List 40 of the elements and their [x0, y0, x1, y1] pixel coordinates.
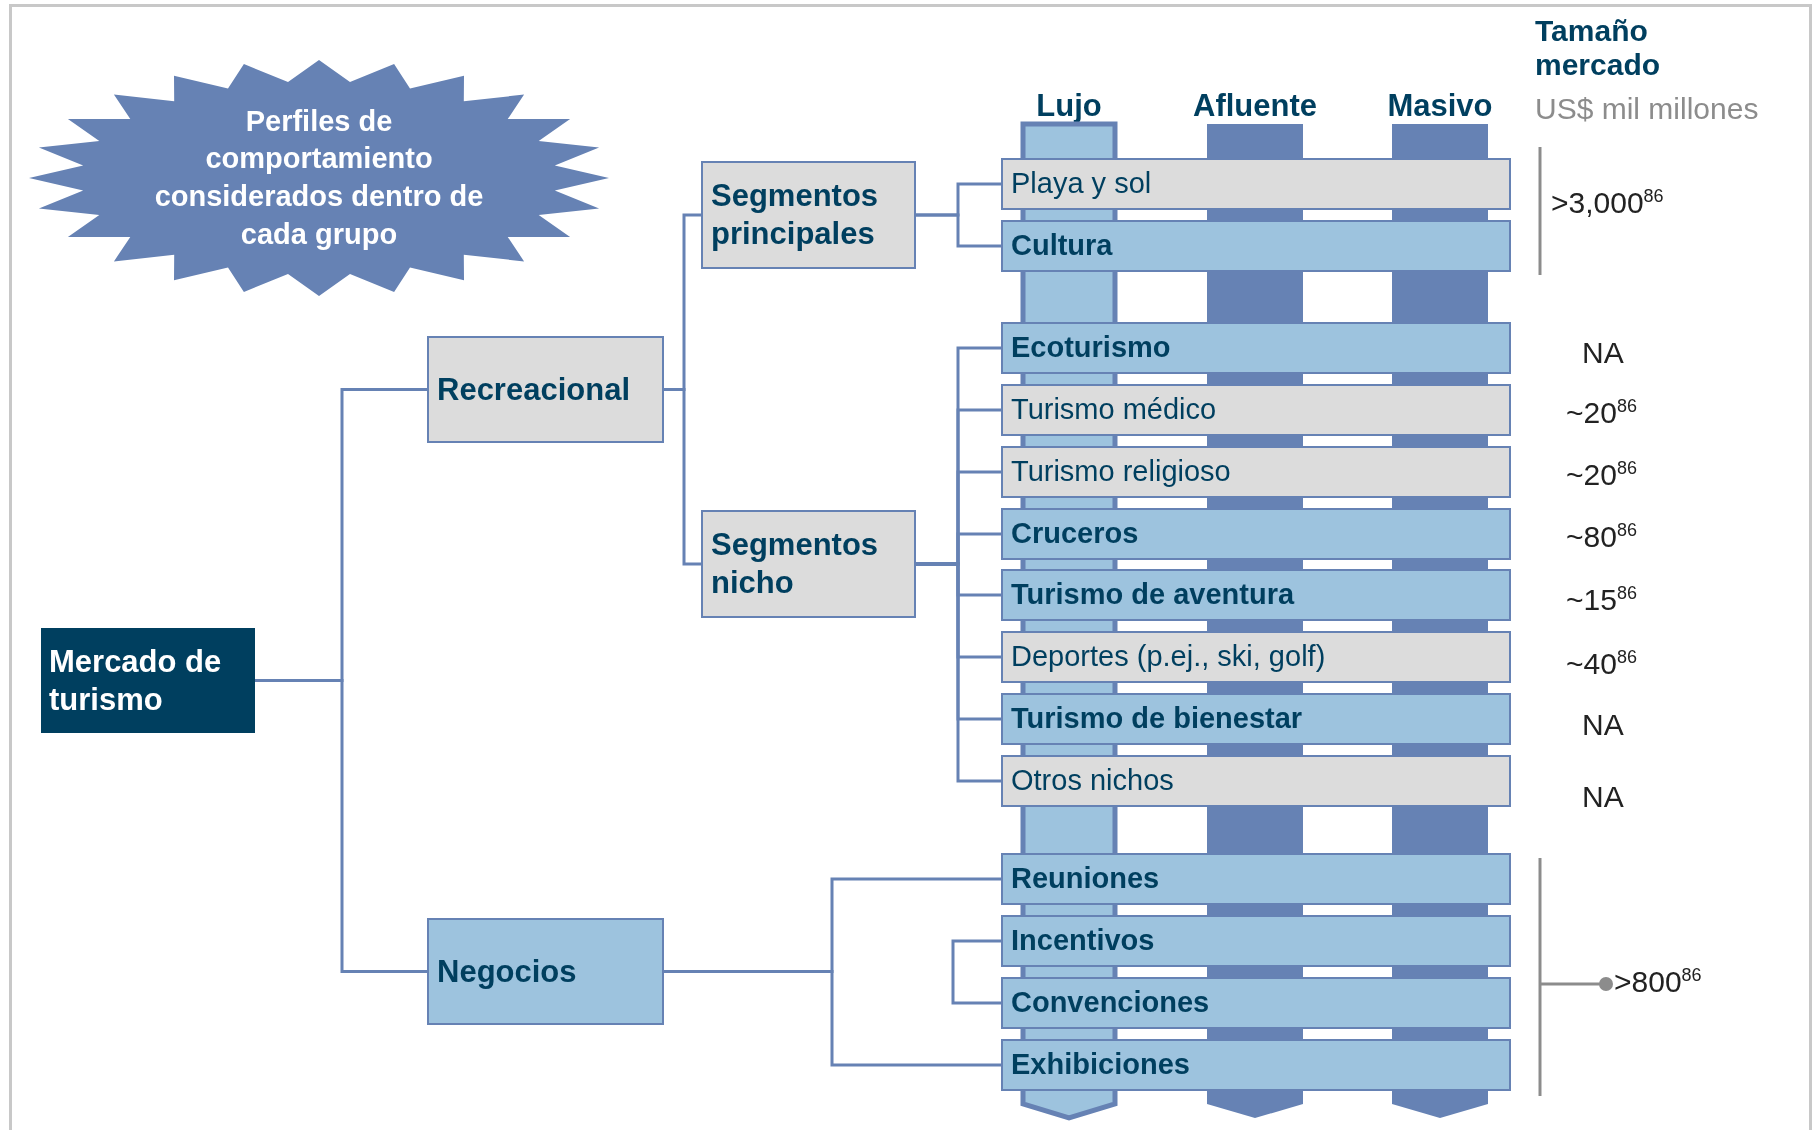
market-size-value: ~15$^{86}$	[1566, 583, 1638, 617]
segment-bar: Incentivos	[1001, 915, 1511, 967]
connector-line	[951, 939, 1001, 1005]
segment-bar: Turismo de aventura	[1001, 569, 1511, 621]
market-size-value: NA	[1582, 708, 1625, 742]
market-size-value: >3,000$^{86}$	[1551, 186, 1665, 220]
segment-bar: Deportes (p.ej., ski, golf)	[1001, 631, 1511, 683]
category-box: Segmentos principales	[701, 161, 916, 269]
unit-label: US$ mil millones	[1535, 92, 1760, 126]
market-size-value: ~20$^{86}$	[1566, 458, 1638, 492]
market-size-value: ~80$^{86}$	[1566, 520, 1638, 554]
market-size-value: ~20$^{86}$	[1566, 396, 1638, 430]
segment-bar: Ecoturismo	[1001, 322, 1511, 374]
market-size-value: >800$^{86}$	[1614, 965, 1703, 999]
connector-line	[916, 562, 1001, 783]
segment-bar: Reuniones	[1001, 853, 1511, 905]
category-box: Mercado de turismo	[41, 628, 255, 733]
market-size-value: ~40$^{86}$	[1566, 647, 1638, 681]
segment-bar: Exhibiciones	[1001, 1039, 1511, 1091]
segment-bar: Otros nichos	[1001, 755, 1511, 807]
column-header: Masivo	[1386, 88, 1494, 124]
segment-bar: Turismo religioso	[1001, 446, 1511, 498]
column-header: Lujo	[1035, 88, 1103, 124]
connector-line	[664, 970, 1001, 1067]
segment-bar: Cruceros	[1001, 508, 1511, 560]
category-box: Segmentos nicho	[701, 510, 916, 618]
connector-line	[255, 679, 427, 973]
category-box: Negocios	[427, 918, 664, 1025]
connector-line	[916, 213, 1001, 248]
segment-bar: Playa y sol	[1001, 158, 1511, 210]
market-size-value: NA	[1582, 336, 1625, 370]
segment-bar: Convenciones	[1001, 977, 1511, 1029]
column-header: Afluente	[1192, 88, 1318, 124]
category-box: Recreacional	[427, 336, 664, 443]
segment-bar: Turismo de bienestar	[1001, 693, 1511, 745]
segment-bar: Turismo médico	[1001, 384, 1511, 436]
market-size-value: NA	[1582, 780, 1625, 814]
starburst-text: Perfiles de comportamiento considerados dentro de cada grupo	[153, 103, 485, 252]
column-heading: Tamaño mercado	[1535, 14, 1662, 82]
segment-bar: Cultura	[1001, 220, 1511, 272]
